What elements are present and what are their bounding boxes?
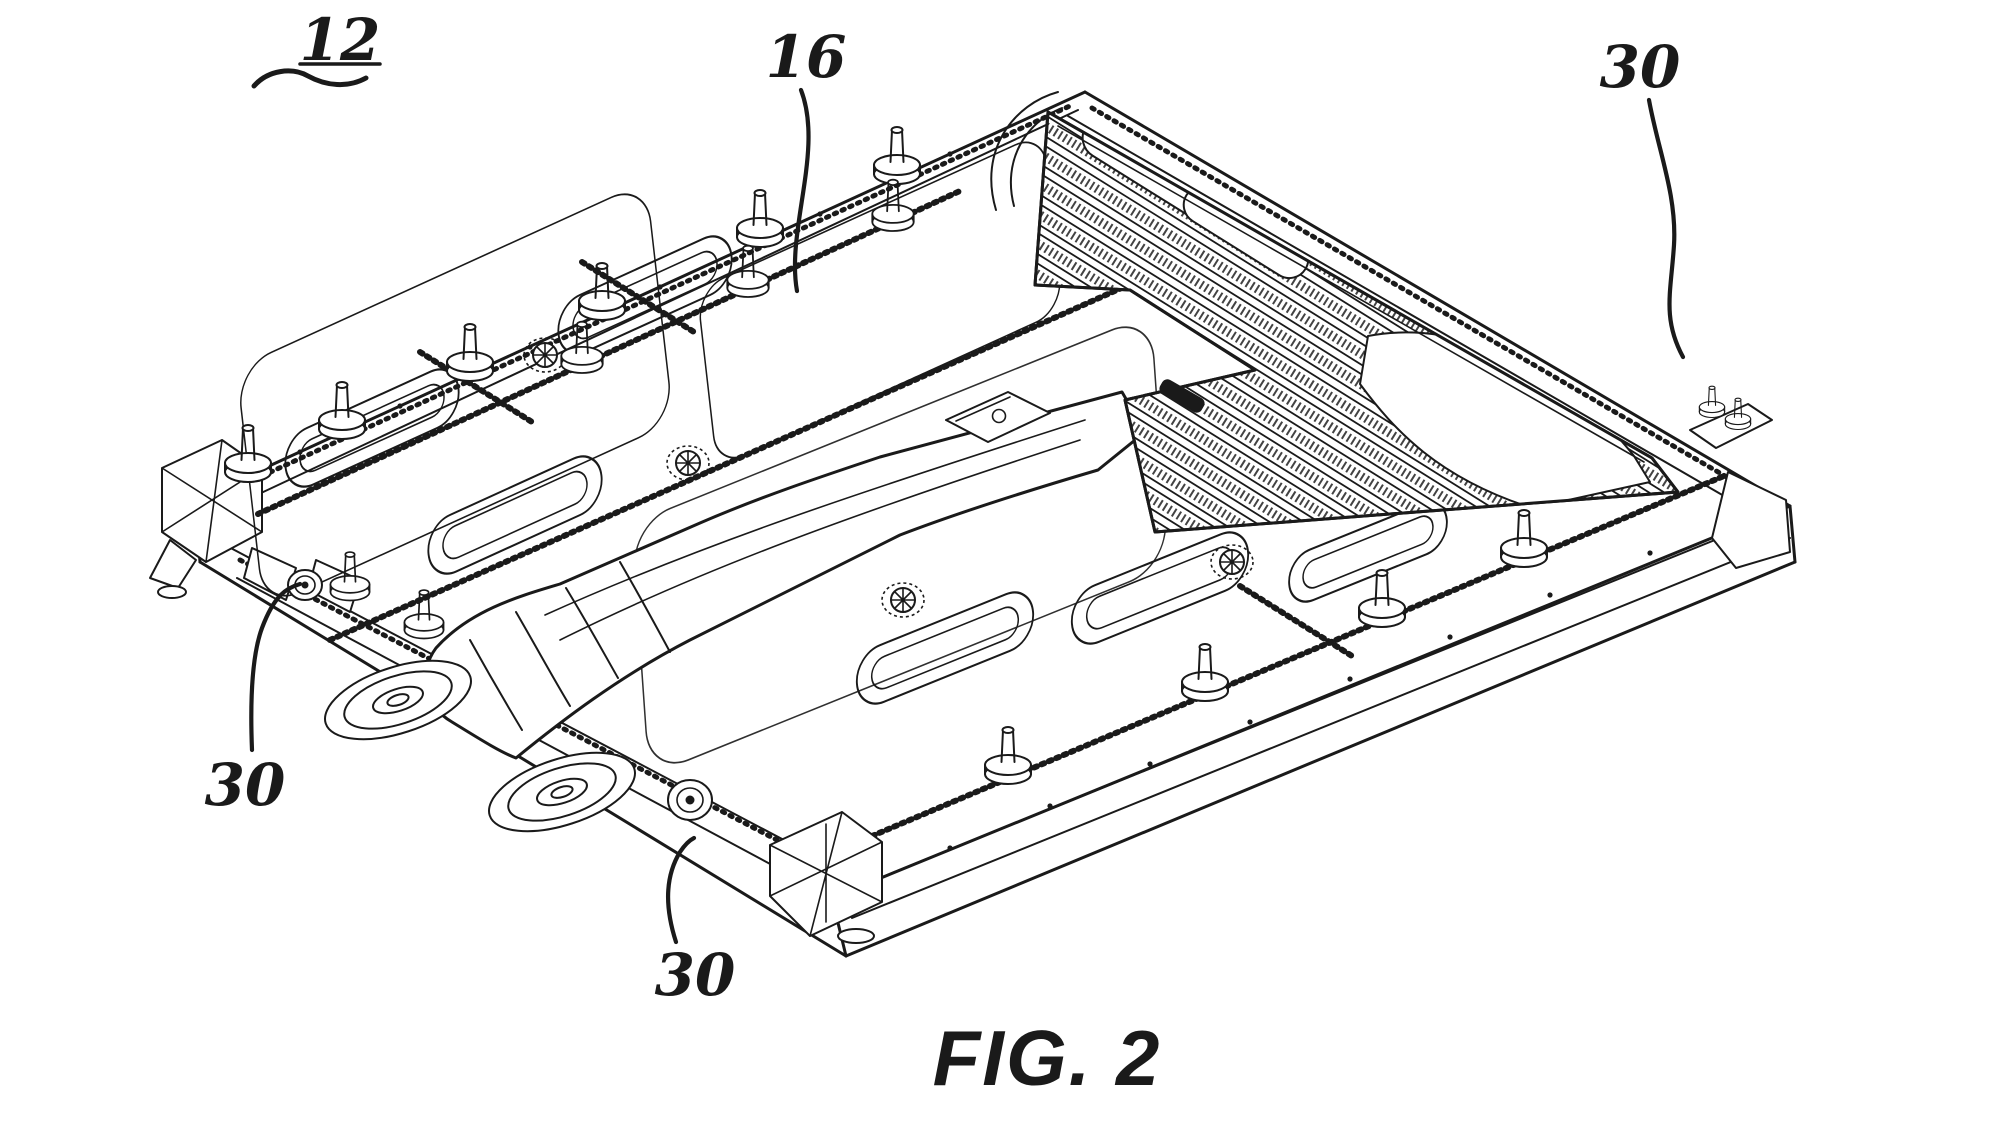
rail-bracket-foot	[243, 547, 297, 601]
stadium-groove	[855, 591, 1035, 705]
stadium-groove	[557, 235, 733, 355]
annotations: 12 16 30 30 30 FIG. 2	[205, 6, 1686, 1102]
lift-boss	[666, 445, 710, 481]
stadium-groove	[1070, 531, 1250, 645]
tray-frame	[149, 90, 1797, 958]
port-connector-bottom	[667, 779, 713, 821]
leader-line-30-bottom	[666, 835, 697, 945]
strap-curve	[990, 91, 1059, 211]
ref-label-30-bottom: 30	[655, 941, 736, 1009]
ref-12-tilde	[251, 68, 369, 89]
dark-connector	[1159, 379, 1205, 413]
stadium-groove	[1288, 501, 1448, 603]
stadium-groove	[284, 368, 460, 488]
side-fittings	[287, 569, 713, 848]
ref-label-30-top-right: 30	[1600, 33, 1681, 101]
strap-curve	[1009, 107, 1063, 207]
stadium-groove	[427, 455, 603, 575]
ref-label-16: 16	[766, 23, 847, 91]
service-fitting	[945, 391, 1051, 443]
leader-line-30-top-right	[1646, 97, 1686, 360]
leader-line-16	[792, 87, 811, 294]
ref-label-30-left: 30	[205, 751, 286, 819]
center-tunnel	[424, 390, 1147, 760]
corner-bracket-right	[1689, 385, 1791, 569]
figure-caption: FIG. 2	[933, 1014, 1162, 1102]
lift-boss	[881, 582, 925, 618]
end-cap-front	[769, 811, 883, 944]
leader-line-30-left	[249, 581, 303, 753]
bolt-dots	[297, 151, 1653, 851]
